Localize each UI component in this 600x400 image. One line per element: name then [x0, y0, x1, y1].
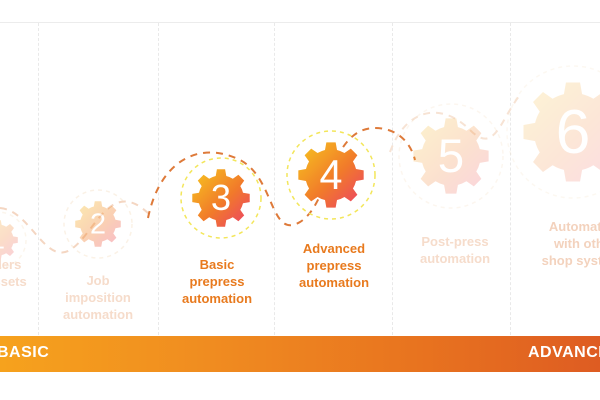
stage-5-gear: 5: [398, 103, 504, 209]
gear-icon: [523, 82, 600, 182]
stage-2-number: 2: [90, 209, 106, 241]
stage-6-gear: 6: [506, 65, 600, 199]
gear-icon: [298, 142, 364, 208]
stage-2-ring: [63, 189, 133, 259]
maturity-scale-bar: BASIC ADVANCED: [0, 336, 600, 372]
top-rule: [0, 22, 600, 23]
progress-path-faded-left: [0, 200, 151, 254]
scale-end-label: ADVANCED: [528, 344, 600, 361]
stage-1-ring: [0, 211, 27, 269]
stage-1-number: 1: [0, 226, 5, 254]
stage-1-gear: 1: [0, 211, 27, 269]
column-divider: [392, 23, 393, 335]
stage-4-number: 4: [320, 152, 343, 198]
gear-icon: [413, 118, 489, 194]
stage-1-label: Orders& assets: [0, 257, 27, 289]
stage-3-ring: [180, 157, 262, 239]
stage-5-ring: [398, 103, 504, 209]
gear-icon: [192, 169, 250, 227]
column-divider: [158, 23, 159, 335]
scale-start-label: BASIC: [0, 344, 50, 361]
column-divider: [510, 23, 511, 335]
column-divider: [38, 23, 39, 335]
stage-6-number: 6: [556, 97, 591, 167]
stage-4-gear: 4: [286, 130, 376, 220]
stage-3-gear: 3: [180, 157, 262, 239]
stage-4-ring: [286, 130, 376, 220]
stage-3-number: 3: [211, 177, 231, 218]
gear-icon: [0, 220, 18, 260]
stage-2-gear: 2: [63, 189, 133, 259]
stage-5-number: 5: [438, 130, 464, 183]
stage-6-label: Automationwith othershop systems: [541, 219, 600, 268]
gear-icon: [75, 201, 121, 247]
column-divider: [274, 23, 275, 335]
maturity-diagram: 1 2 3 4 5 6: [0, 65, 600, 269]
progress-path-active: [147, 126, 416, 226]
